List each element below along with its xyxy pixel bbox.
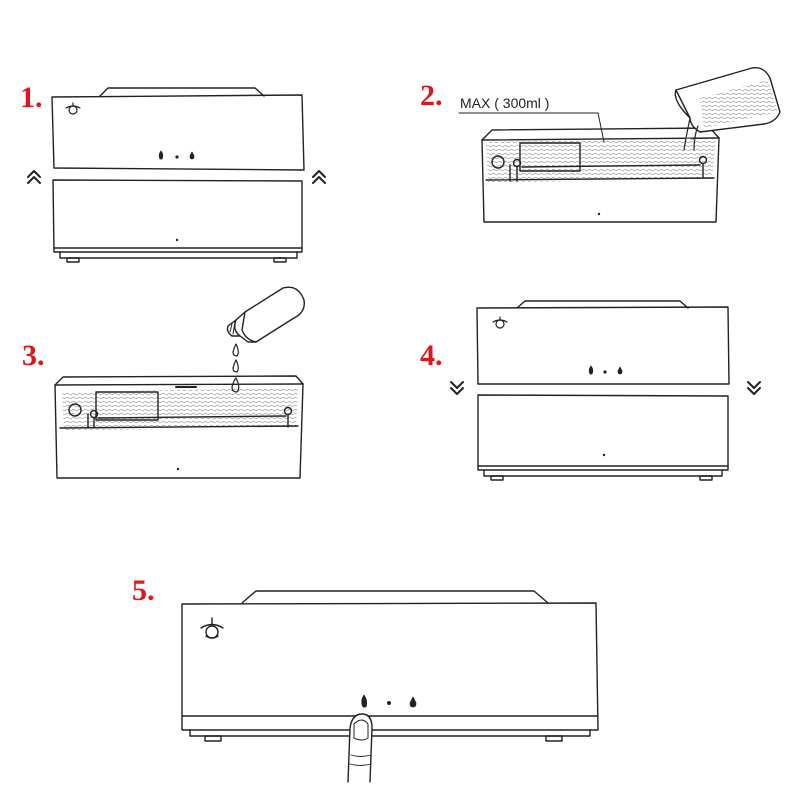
drop-icon bbox=[189, 151, 195, 160]
step-5-diagram bbox=[181, 590, 599, 783]
dot-icon bbox=[175, 155, 179, 159]
flame-icon bbox=[588, 365, 594, 375]
control-icons bbox=[588, 365, 623, 375]
lid bbox=[476, 300, 730, 385]
double-chevron-down-icon bbox=[450, 381, 761, 395]
control-icons bbox=[158, 150, 195, 160]
step-2-number: 2. bbox=[420, 79, 443, 112]
step-1-diagram bbox=[27, 87, 326, 263]
open-tank bbox=[54, 375, 304, 479]
lid bbox=[51, 87, 305, 171]
step-4-number: 4. bbox=[420, 339, 443, 372]
open-tank bbox=[481, 127, 720, 223]
step-2-diagram: MAX ( 300ml ) bbox=[458, 67, 781, 223]
drop-icon bbox=[617, 366, 623, 375]
flame-icon bbox=[158, 150, 164, 160]
oil-drops bbox=[231, 343, 240, 393]
max-level-label: MAX ( 300ml ) bbox=[460, 95, 549, 111]
double-chevron-up-icon bbox=[27, 170, 326, 184]
finger-icon bbox=[347, 713, 373, 783]
diffuser-logo-icon bbox=[65, 102, 81, 115]
dot-icon bbox=[387, 701, 391, 705]
water-fill bbox=[62, 388, 298, 430]
flame-icon bbox=[361, 694, 368, 708]
step-1-number: 1. bbox=[20, 81, 43, 114]
oil-bottle-icon bbox=[226, 286, 305, 343]
base bbox=[477, 394, 729, 481]
step-4-diagram bbox=[450, 300, 761, 481]
step-5-number: 5. bbox=[132, 574, 155, 607]
drop-icon bbox=[409, 696, 417, 708]
diffuser-logo-icon bbox=[200, 617, 224, 639]
control-icons bbox=[361, 694, 417, 708]
base bbox=[52, 179, 303, 263]
diffuser-logo-icon bbox=[492, 316, 508, 329]
step-3-number: 3. bbox=[22, 339, 45, 372]
step-3-diagram bbox=[54, 286, 305, 479]
assembled-diffuser bbox=[181, 590, 599, 742]
dot-icon bbox=[603, 370, 607, 374]
measuring-cup-icon bbox=[674, 67, 781, 151]
